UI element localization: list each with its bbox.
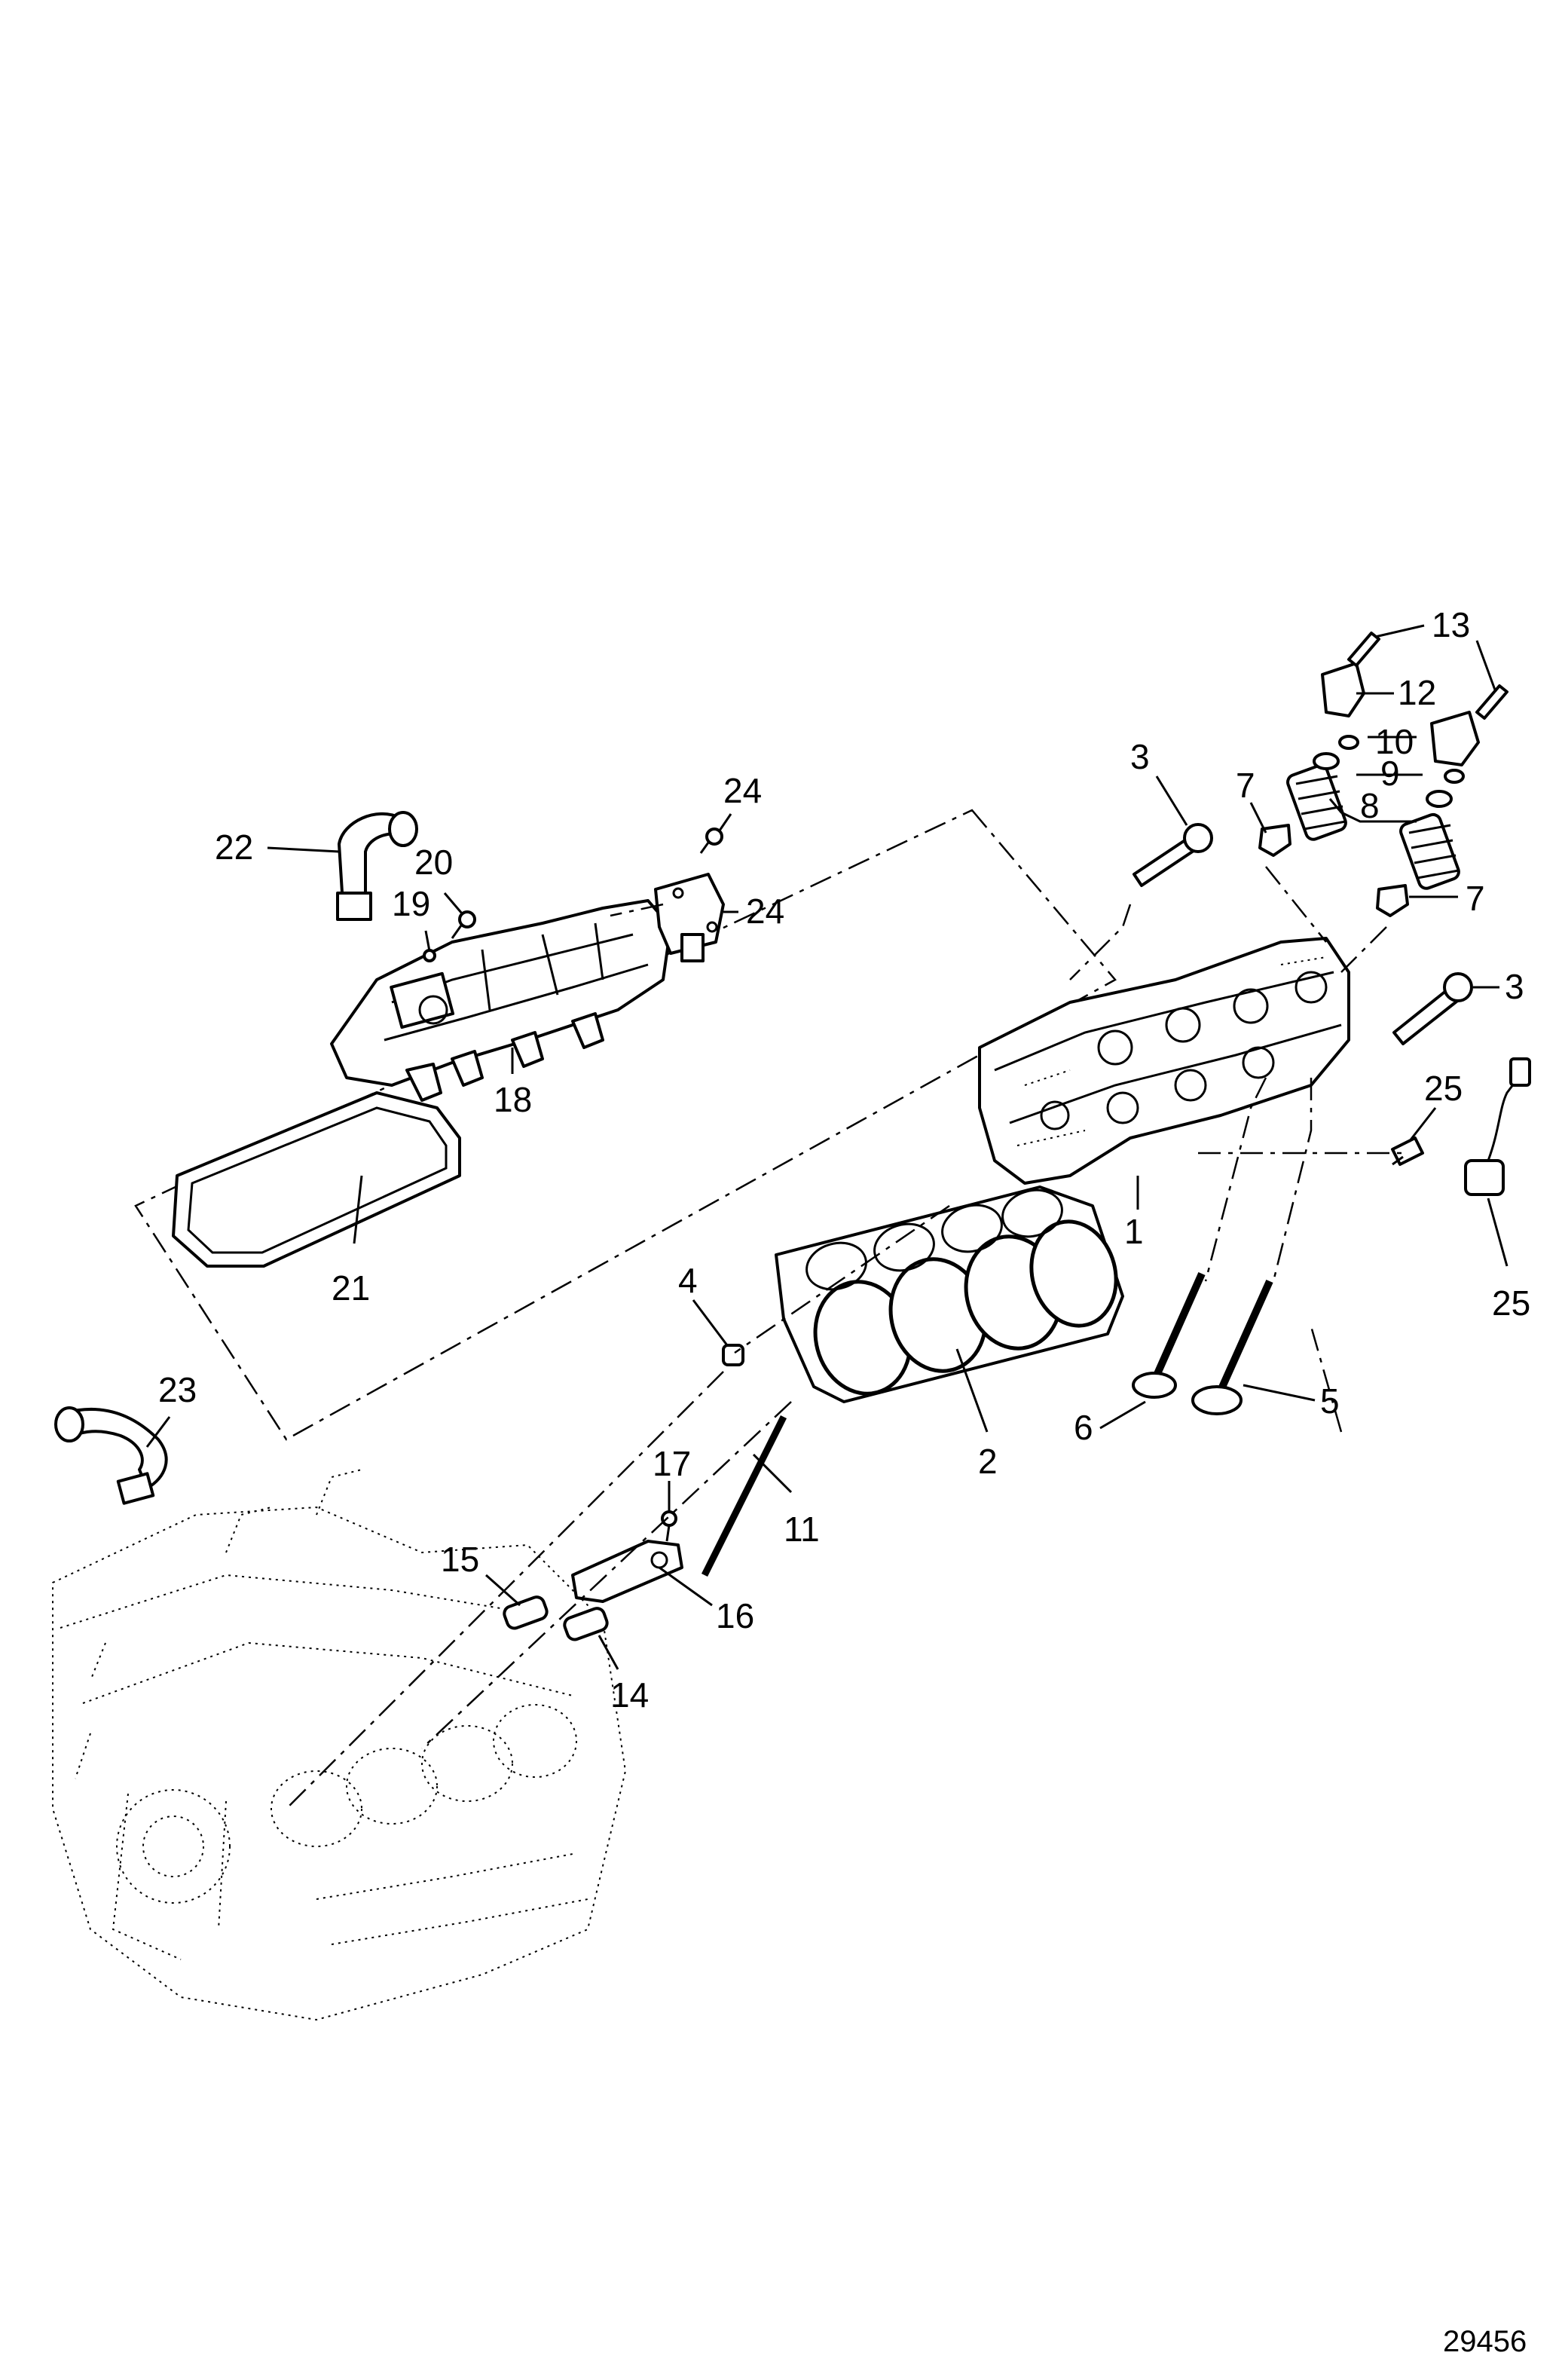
valve-cover-part-18: [330, 899, 672, 1102]
rocker-bolt-part-13-upper: [1347, 632, 1380, 667]
sensor-part-24: [654, 873, 725, 962]
callout-23: 23: [158, 1370, 197, 1409]
hose-part-23: [54, 1406, 168, 1505]
fastener-part-20: [451, 910, 476, 939]
callout-25-lower: 25: [1492, 1283, 1530, 1323]
head-bolt-part-3-upper: [1133, 823, 1213, 887]
callout-7-upper: 7: [1236, 766, 1255, 805]
rocker-arm-part-12-upper: [1321, 662, 1365, 717]
callout-2: 2: [978, 1442, 998, 1481]
callout-5: 5: [1320, 1381, 1340, 1421]
callout-1: 1: [1124, 1212, 1144, 1251]
callout-7-lower: 7: [1466, 879, 1485, 918]
callout-11: 11: [784, 1510, 820, 1549]
cylinder-head-part-1: [978, 937, 1350, 1185]
gasket-part-21: [172, 1091, 461, 1268]
callout-17: 17: [653, 1444, 691, 1483]
rocker-arm-part-12-lower: [1430, 711, 1480, 766]
callout-10: 10: [1375, 722, 1414, 761]
callout-16: 16: [716, 1596, 754, 1635]
bolt-part-17: [661, 1510, 677, 1542]
callout-labels: 1 2 3 3 4 5 6 7 7 8 9 10 11 12 13 14 15 …: [158, 605, 1530, 1715]
hose-part-22: [336, 811, 418, 921]
assembly-outline: [134, 809, 1117, 1441]
callout-9: 9: [1380, 754, 1400, 793]
valve-spring-part-8-lower: [1399, 812, 1460, 890]
valve-spring-part-8-upper: [1286, 763, 1347, 841]
callout-8: 8: [1360, 786, 1380, 825]
head-bolt-part-3-right: [1392, 972, 1473, 1045]
callout-12: 12: [1398, 673, 1436, 712]
retainer-part-7-upper: [1258, 824, 1291, 857]
valve-part-6: [1132, 1271, 1206, 1399]
lifter-part-15: [503, 1595, 549, 1630]
keeper-part-9: [1313, 752, 1453, 808]
valve-part-5: [1191, 1279, 1273, 1415]
callout-24-upper: 24: [723, 771, 762, 810]
head-gasket-part-2: [775, 1185, 1124, 1403]
callout-25-upper: 25: [1424, 1069, 1463, 1108]
callout-15: 15: [441, 1540, 479, 1579]
callout-3-right: 3: [1505, 967, 1524, 1006]
pushrod-part-11: [701, 1415, 787, 1577]
lifter-part-14: [563, 1607, 609, 1641]
sensor-harness-part-25: [1464, 1057, 1531, 1196]
callout-21: 21: [332, 1268, 370, 1308]
figure-number: 29456: [1443, 2325, 1527, 2358]
callout-13: 13: [1432, 605, 1470, 644]
lifter-guide-part-16: [571, 1540, 683, 1603]
callout-24-lower: 24: [746, 892, 784, 931]
bolt-part-24: [699, 827, 723, 854]
fastener-part-19: [423, 949, 436, 962]
callout-22: 22: [215, 827, 253, 867]
sensor-part-25: [1391, 1136, 1424, 1166]
retainer-part-7-lower: [1376, 884, 1409, 917]
callout-4: 4: [678, 1261, 698, 1300]
seal-part-10: [1338, 735, 1465, 784]
engine-block: [52, 1469, 627, 2021]
callout-3-upper: 3: [1130, 737, 1150, 776]
leader-lines: [145, 624, 1509, 1670]
alignment-lines: [286, 866, 1402, 1809]
callout-6: 6: [1074, 1408, 1093, 1447]
rocker-bolt-part-13-right: [1475, 684, 1509, 720]
callout-14: 14: [610, 1675, 649, 1715]
callout-20: 20: [414, 843, 453, 882]
callout-18: 18: [494, 1080, 532, 1119]
callout-19: 19: [392, 884, 430, 923]
